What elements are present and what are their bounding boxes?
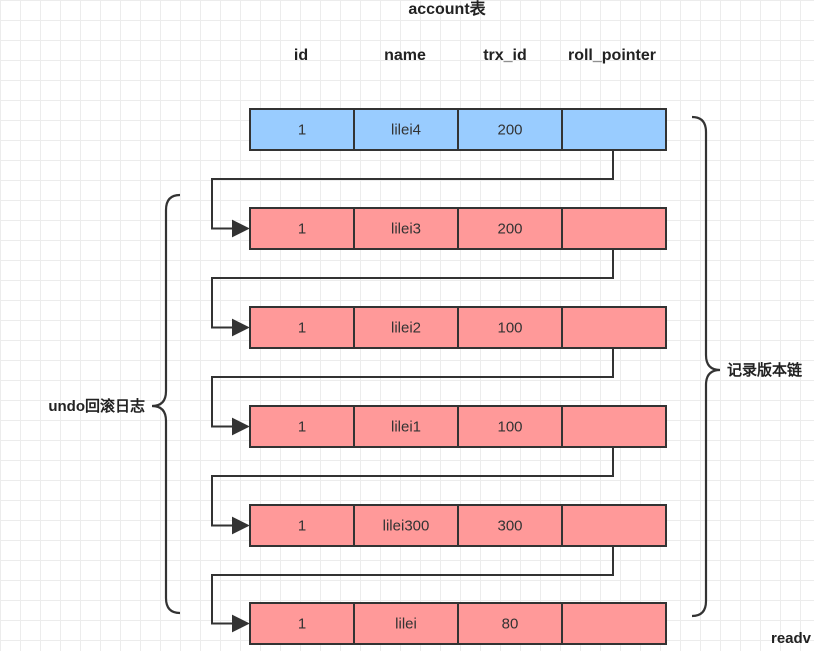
cell-text-name: lilei	[395, 616, 417, 633]
undo-log-label: undo回滚日志	[48, 397, 145, 415]
cell-text-name: lilei3	[391, 221, 421, 238]
cell-text-id: 1	[298, 122, 306, 139]
cell-name	[353, 108, 459, 151]
corner-text: readv	[771, 630, 812, 647]
cell-text-name: lilei300	[383, 518, 430, 535]
roll-pointer-arrow-5	[211, 546, 614, 633]
roll-pointer-arrow-2	[211, 249, 614, 337]
cell-id	[249, 306, 355, 349]
cell-roll-pointer	[561, 207, 667, 250]
cell-roll-pointer	[561, 108, 667, 151]
record-row-3: 1 lilei2 100	[249, 306, 667, 349]
cell-text-trx-id: 200	[497, 221, 522, 238]
cell-text-name: lilei4	[391, 122, 421, 139]
cell-trx-id	[457, 207, 563, 250]
right-brace	[691, 115, 721, 618]
cell-id	[249, 405, 355, 448]
cell-text-id: 1	[298, 616, 306, 633]
cell-text-trx-id: 80	[502, 616, 519, 633]
roll-pointer-arrow-4	[211, 447, 614, 535]
column-headers: id name trx_id roll_pointer	[294, 47, 656, 64]
cell-text-name: lilei2	[391, 320, 421, 337]
record-row-5: 1 lilei300 300	[249, 504, 667, 547]
column-header-trx-id: trx_id	[483, 47, 527, 64]
cell-text-trx-id: 200	[497, 122, 522, 139]
cell-text-id: 1	[298, 518, 306, 535]
column-header-name: name	[384, 47, 426, 64]
record-row-1: 1 lilei4 200	[249, 108, 667, 151]
cell-roll-pointer	[561, 306, 667, 349]
cell-roll-pointer	[561, 405, 667, 448]
cell-text-trx-id: 100	[497, 320, 522, 337]
column-header-id: id	[294, 47, 308, 64]
cell-name	[353, 504, 459, 547]
cell-trx-id	[457, 108, 563, 151]
diagram-title: account表	[408, 0, 486, 18]
cell-name	[353, 306, 459, 349]
cell-name	[353, 207, 459, 250]
cell-text-trx-id: 300	[497, 518, 522, 535]
cell-roll-pointer	[561, 504, 667, 547]
cell-text-id: 1	[298, 320, 306, 337]
version-chain-label: 记录版本链	[727, 361, 803, 379]
cell-text-id: 1	[298, 221, 306, 238]
roll-pointer-arrow-3	[211, 348, 614, 436]
column-header-roll-pointer: roll_pointer	[568, 47, 656, 64]
cell-name	[353, 602, 459, 645]
left-brace	[151, 193, 181, 615]
cell-roll-pointer	[561, 602, 667, 645]
cell-text-id: 1	[298, 419, 306, 436]
roll-pointer-arrows	[211, 150, 614, 633]
record-row-4: 1 lilei1 100	[249, 405, 667, 448]
record-row-6: 1 lilei 80	[249, 602, 667, 645]
roll-pointer-arrow-1	[211, 150, 614, 238]
record-row-2: 1 lilei3 200	[249, 207, 667, 250]
cell-text-name: lilei1	[391, 419, 421, 436]
cell-id	[249, 108, 355, 151]
cell-text-trx-id: 100	[497, 419, 522, 436]
